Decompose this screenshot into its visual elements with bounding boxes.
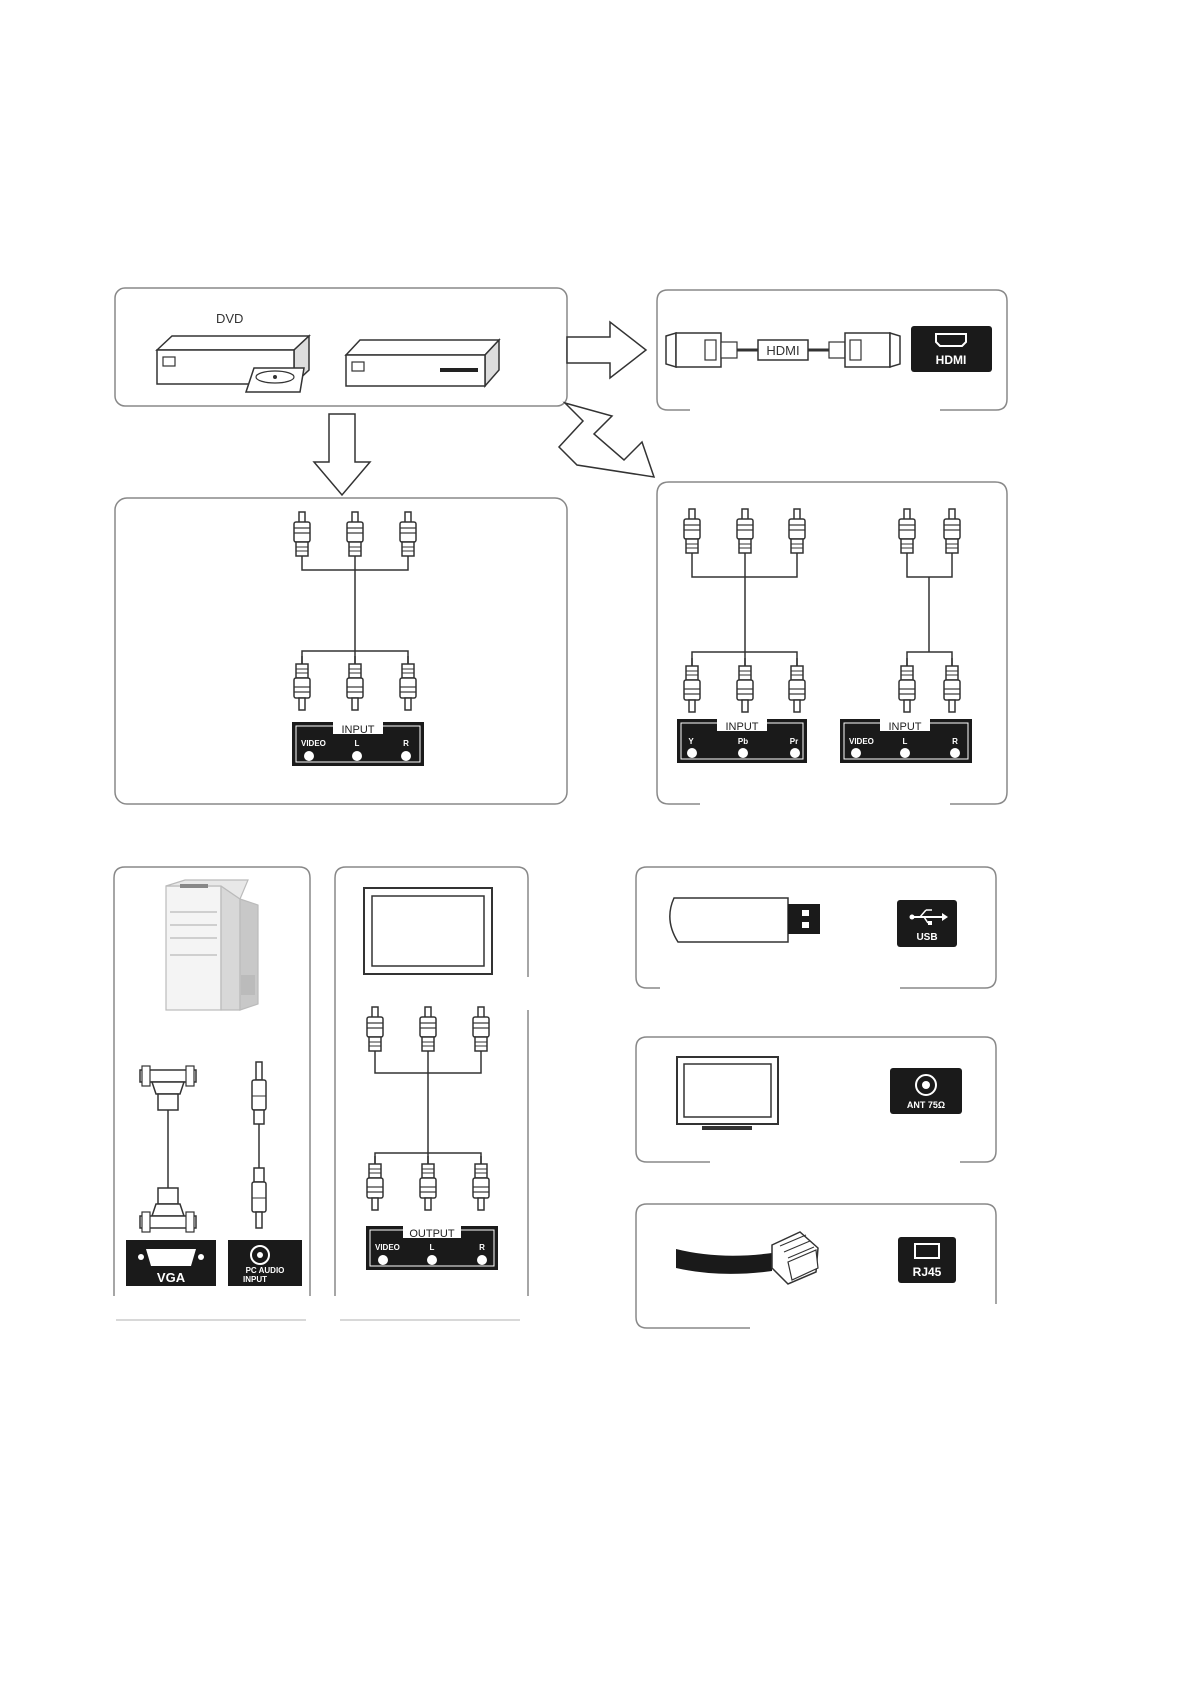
arrow-down [314, 414, 370, 495]
hdmi-cable-label: HDMI [766, 343, 799, 358]
hdmi-port: HDMI [911, 326, 992, 372]
usb-stick-icon [670, 898, 820, 942]
output-label: OUTPUT [409, 1228, 455, 1240]
audio-jack-icon [252, 1062, 266, 1228]
input-label: INPUT [342, 724, 375, 736]
set-top-box-icon [346, 340, 499, 386]
dvd-label: DVD [216, 311, 243, 326]
pc-vga-panel: VGA PC AUDIO INPUT [114, 867, 310, 1320]
pb-label: Pb [738, 737, 748, 746]
vga-plug-icon [140, 1066, 196, 1232]
rj45-port: RJ45 [898, 1237, 956, 1283]
r-label: R [952, 737, 958, 746]
audio-input-port: INPUT VIDEO L R [840, 719, 972, 763]
rj45-label: RJ45 [913, 1265, 942, 1279]
ant-label: ANT 75Ω [907, 1100, 945, 1110]
l-label: L [903, 737, 908, 746]
hdmi-panel: HDMI HDMI [657, 290, 1007, 410]
dvd-player-icon [157, 336, 309, 392]
rj45-panel: RJ45 [636, 1204, 996, 1328]
antenna-port: ANT 75Ω [890, 1068, 962, 1114]
ethernet-cable-icon [676, 1232, 818, 1284]
usb-label: USB [916, 932, 937, 943]
tv-monitor-icon [677, 1057, 778, 1130]
r-label: R [479, 1243, 485, 1252]
pr-label: Pr [790, 737, 798, 746]
usb-panel: USB [636, 867, 996, 988]
composite-av-panel: INPUT VIDEO L R [115, 498, 567, 804]
component-input-port: INPUT Y Pb Pr [677, 719, 807, 763]
vga-port: VGA [126, 1240, 216, 1286]
input-label: INPUT [726, 721, 759, 733]
rca-plug-icon [367, 1007, 489, 1210]
antenna-panel: ANT 75Ω [636, 1037, 996, 1162]
video-label: VIDEO [375, 1243, 400, 1252]
pc-tower-icon [166, 880, 258, 1010]
hdmi-port-label: HDMI [936, 353, 967, 367]
r-label: R [403, 739, 409, 748]
pc-audio-label-line2: INPUT [243, 1275, 267, 1284]
arrow-right [567, 322, 646, 378]
l-label: L [430, 1243, 435, 1252]
pc-audio-port: PC AUDIO INPUT [228, 1240, 302, 1286]
av-output-port: OUTPUT VIDEO L R [366, 1226, 498, 1270]
source-devices-panel: DVD [115, 288, 567, 406]
component-av-panel: INPUT Y Pb Pr INPUT VIDEO L R [657, 482, 1007, 804]
hdmi-plug-icon: HDMI [666, 333, 900, 367]
av-output-panel: OUTPUT VIDEO L R [335, 867, 528, 1320]
video-label: VIDEO [849, 737, 874, 746]
tv-monitor-icon [364, 888, 492, 974]
input-label: INPUT [889, 721, 922, 733]
vga-label: VGA [157, 1270, 186, 1285]
video-label: VIDEO [301, 739, 326, 748]
l-label: L [355, 739, 360, 748]
usb-port: USB [897, 900, 957, 947]
y-label: Y [688, 737, 694, 746]
pc-audio-label-line1: PC AUDIO [246, 1266, 285, 1275]
rca-plug-icon [684, 509, 960, 712]
arrow-diagonal [559, 403, 654, 477]
av-input-port: INPUT VIDEO L R [292, 722, 424, 766]
